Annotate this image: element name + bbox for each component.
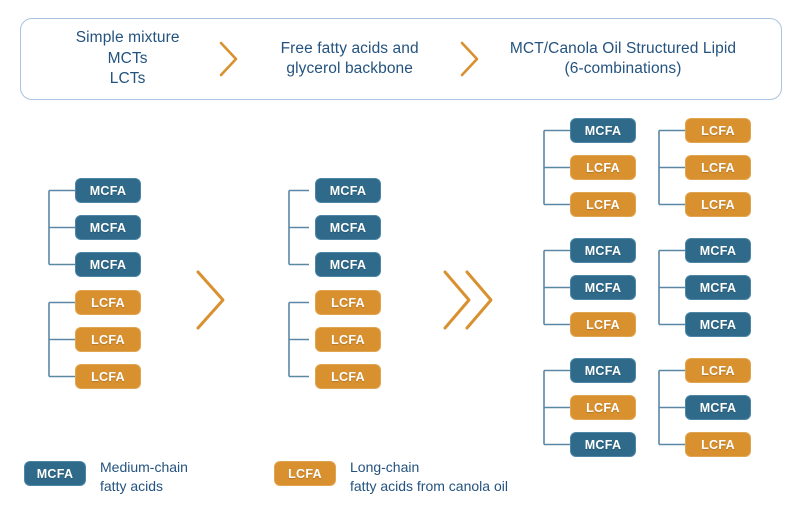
chevron-right-large-icon (190, 262, 236, 343)
legend: MCFA Medium-chain fatty acids LCFA Long-… (24, 458, 780, 506)
legend-item-lcfa: LCFA Long-chain fatty acids from canola … (274, 458, 508, 495)
mcfa-box: MCFA (75, 178, 141, 203)
lcfa-box: LCFA (685, 192, 751, 217)
legend-item-mcfa: MCFA Medium-chain fatty acids (24, 458, 274, 495)
legend-swatch-lcfa: LCFA (274, 461, 336, 486)
mcfa-box: MCFA (570, 275, 636, 300)
lcfa-box: LCFA (570, 155, 636, 180)
lcfa-box: LCFA (685, 358, 751, 383)
lcfa-box: LCFA (75, 327, 141, 352)
process-banner: Simple mixture MCTs LCTs Free fatty acid… (20, 18, 782, 100)
banner-stage-1: Simple mixture MCTs LCTs (75, 29, 180, 88)
mcfa-box: MCFA (685, 312, 751, 337)
lcfa-box: LCFA (685, 432, 751, 457)
mcfa-box: MCFA (685, 275, 751, 300)
lcfa-box: LCFA (685, 155, 751, 180)
mcfa-box: MCFA (685, 238, 751, 263)
lcfa-box: LCFA (570, 312, 636, 337)
mcfa-box: MCFA (570, 118, 636, 143)
mcfa-box: MCFA (570, 238, 636, 263)
mcfa-box: MCFA (75, 215, 141, 240)
chevron-right-icon (216, 38, 242, 80)
mcfa-box: MCFA (570, 432, 636, 457)
banner-stage-3: MCT/Canola Oil Structured Lipid (6-combi… (509, 39, 737, 77)
chevron-right-icon (457, 38, 483, 80)
lcfa-box: LCFA (315, 364, 381, 389)
lcfa-box: LCFA (570, 395, 636, 420)
mcfa-box: MCFA (315, 215, 381, 240)
mcfa-box: MCFA (685, 395, 751, 420)
legend-label-mcfa: Medium-chain fatty acids (100, 459, 188, 494)
lcfa-box: LCFA (315, 327, 381, 352)
mcfa-box: MCFA (75, 252, 141, 277)
banner-stage-2: Free fatty acids and glycerol backbone (280, 39, 419, 77)
lcfa-box: LCFA (685, 118, 751, 143)
lcfa-box: LCFA (570, 192, 636, 217)
lcfa-box: LCFA (75, 364, 141, 389)
legend-label-lcfa: Long-chain fatty acids from canola oil (350, 459, 508, 494)
mcfa-box: MCFA (315, 252, 381, 277)
lcfa-box: LCFA (315, 290, 381, 315)
lcfa-box: LCFA (75, 290, 141, 315)
chevron-double-right-icon (437, 262, 499, 343)
legend-swatch-mcfa: MCFA (24, 461, 86, 486)
mcfa-box: MCFA (315, 178, 381, 203)
mcfa-box: MCFA (570, 358, 636, 383)
